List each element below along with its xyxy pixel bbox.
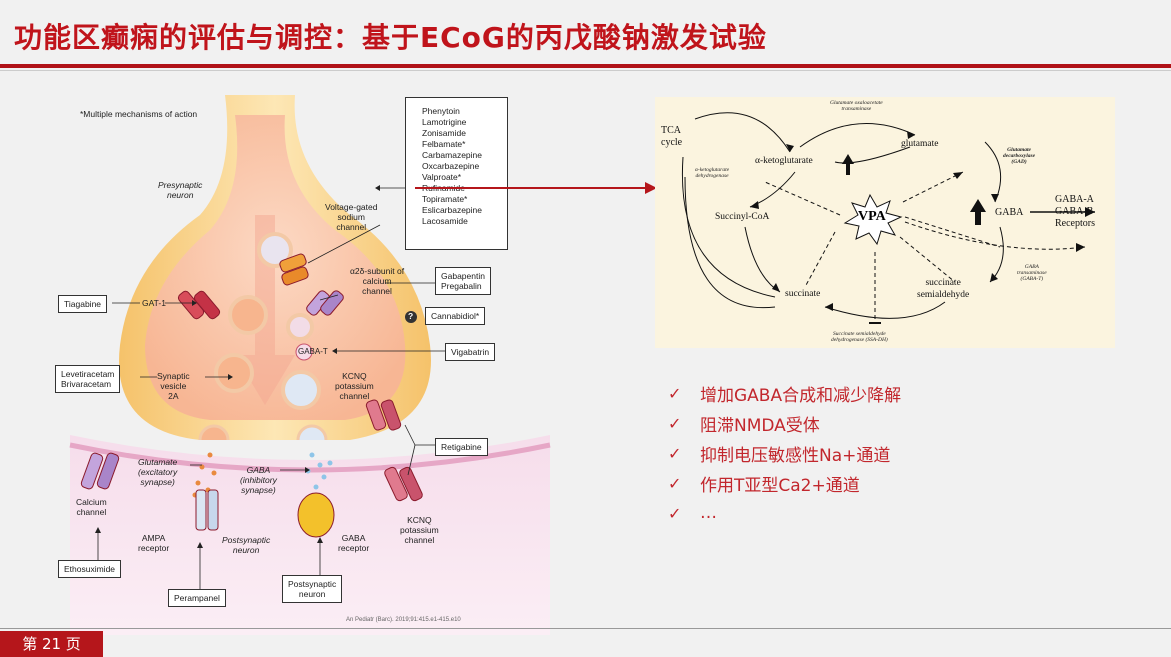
calcium-channel-label: Calcium channel: [76, 497, 107, 517]
sodium-channel-label: Voltage-gated sodium channel: [325, 202, 378, 232]
postsynaptic-label: Postsynaptic neuron: [222, 535, 271, 555]
cannabidiol-box: Cannabidiol*: [425, 307, 486, 325]
gat1-label: GAT-1: [142, 298, 166, 308]
gabat-label: GABA-T: [298, 347, 328, 356]
check-icon: ✓: [668, 473, 682, 493]
perampanel-box: Perampanel: [168, 589, 226, 607]
title-divider-thin: [0, 70, 1171, 71]
check-icon: ✓: [668, 503, 682, 523]
postsynaptic-box: Postsynaptic neuron: [282, 575, 343, 603]
connector-arrow: [415, 182, 657, 194]
title-divider: [0, 64, 1171, 68]
akgd-label: α-ketoglutarate dehydrogenase: [695, 167, 730, 179]
succinyl-coa-label: Succinyl-CoA: [715, 212, 770, 222]
check-icon: ✓: [668, 413, 682, 433]
list-item: ✓ …: [668, 503, 717, 523]
list-item: ✓ 抑制电压敏感性Na+通道: [668, 443, 891, 466]
mechanism-list: ✓ 增加GABA合成和减少降解 ✓ 阻滞NMDA受体 ✓ 抑制电压敏感性Na+通…: [668, 378, 901, 528]
synapse-figure: *Multiple mechanisms of action Presynapt…: [50, 95, 570, 635]
question-mark: ?: [408, 311, 414, 321]
ssa-label: succinate semialdehyde: [917, 278, 970, 300]
got-label: Glutamate oxaloacetate transaminase: [830, 100, 883, 112]
vpa-pathway-diagram: TCA cycle α-ketoglutarate glutamate Succ…: [655, 97, 1115, 348]
gaba-receptor-label: GABA receptor: [338, 533, 370, 553]
ssadh-label: Succinate semialdehyde dehydrogenase (SS…: [831, 331, 888, 343]
kcnq-post-label: KCNQ potassium channel: [400, 515, 439, 545]
footer-divider: [0, 628, 1171, 629]
check-icon: ✓: [668, 443, 682, 463]
retigabine-box: Retigabine: [435, 438, 488, 456]
a2d-label: α2δ-subunit of calcium channel: [350, 266, 405, 296]
gabapentin-box: Gabapentin Pregabalin: [435, 267, 491, 295]
gabat-enzyme-label: GABA transaminase (GABA-T): [1017, 264, 1047, 282]
levetiracetam-box: Levetiracetam Brivaracetam: [55, 365, 121, 393]
page-title: 功能区癫痫的评估与调控：基于ECoG的丙戊酸钠激发试验: [14, 21, 767, 54]
kcnq-pre-label: KCNQ potassium channel: [335, 371, 374, 401]
pathway-arrows: [681, 112, 1095, 324]
list-item: ✓ 阻滞NMDA受体: [668, 413, 820, 436]
vpa-label: VPA: [858, 209, 886, 224]
glutamate-label: Glutamate (excitatory synapse): [138, 457, 178, 487]
ethosuximide-box: Ethosuximide: [58, 560, 122, 578]
check-icon: ✓: [668, 383, 682, 403]
glutamate-node: glutamate: [901, 139, 939, 149]
tiagabine-box: Tiagabine: [58, 295, 108, 313]
vpa-starburst: [843, 193, 903, 246]
question-icon: [405, 311, 417, 323]
receptors-label: GABA-A GABA-B Receptors: [1055, 194, 1095, 229]
presynaptic-label: Presynaptic neuron: [158, 180, 203, 200]
vigabatrin-box: Vigabatrin: [445, 343, 496, 361]
gaba-node: GABA: [995, 207, 1024, 218]
sv2a-label: Synaptic vesicle 2A: [157, 371, 190, 401]
list-item: ✓ 增加GABA合成和减少降解: [668, 383, 902, 406]
tca-cycle-label: TCA cycle: [661, 125, 683, 148]
citation: An Pediatr (Barc). 2019;91:415.e1-415.e1…: [346, 617, 461, 623]
gaba-label: GABA (inhibitory synapse): [240, 465, 277, 495]
gad-label: Glutamate decarboxylase (GAD): [1003, 147, 1036, 165]
footnote: *Multiple mechanisms of action: [80, 109, 198, 119]
ampa-label: AMPA receptor: [138, 533, 170, 553]
page-number-badge: 第 21 页: [0, 631, 103, 657]
akg-label: α-ketoglutarate: [755, 156, 813, 166]
succinate-label: succinate: [785, 289, 821, 299]
list-item: ✓ 作用T亚型Ca2+通道: [668, 473, 860, 496]
synapse-illustration: [69, 95, 551, 635]
